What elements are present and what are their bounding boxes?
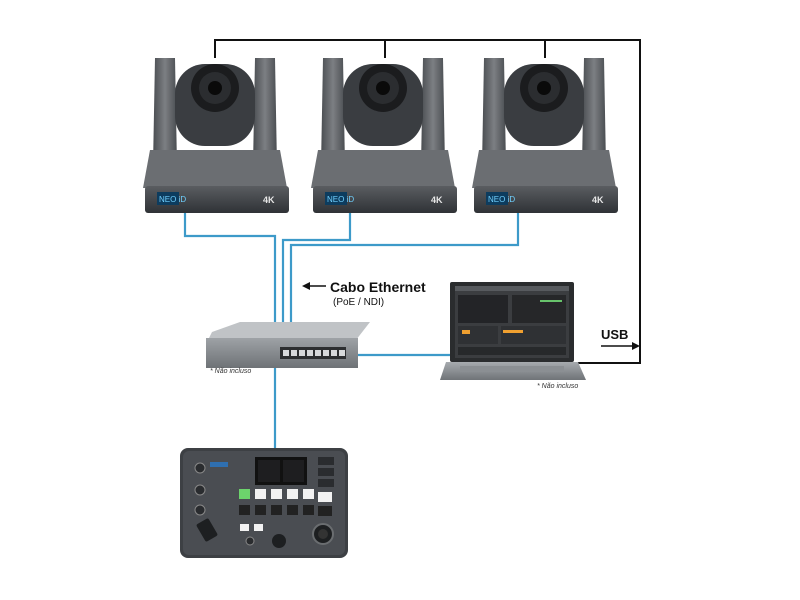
ptz-controller [180,448,348,558]
ethernet-cable-label: Cabo Ethernet [330,279,426,295]
network-switch [206,322,370,368]
switch-not-included-note: * Não incluso [210,368,252,375]
ethernet-cable-sublabel: (PoE / NDI) [333,297,385,308]
usb-label: USB [601,327,629,342]
camera-brand-logo: NEO iD [327,195,354,204]
camera-brand-logo: NEO iD [488,195,515,204]
ethernet-cables [183,213,520,450]
laptop-not-included-note: * Não incluso [537,383,579,390]
usb-arrow-head [632,342,640,350]
ptz-camera-2: NEO iD 4K [311,58,457,213]
ethernet-arrow-head [302,282,310,290]
laptop [440,282,586,380]
ptz-camera-3: NEO iD 4K [472,58,618,213]
usb-cable [214,39,641,364]
camera-4k-badge: 4K [592,195,604,205]
camera-4k-badge: 4K [263,195,275,205]
camera-4k-badge: 4K [431,195,443,205]
ptz-camera-1: NEO iD 4K [143,58,289,213]
camera-brand-logo: NEO iD [159,195,186,204]
